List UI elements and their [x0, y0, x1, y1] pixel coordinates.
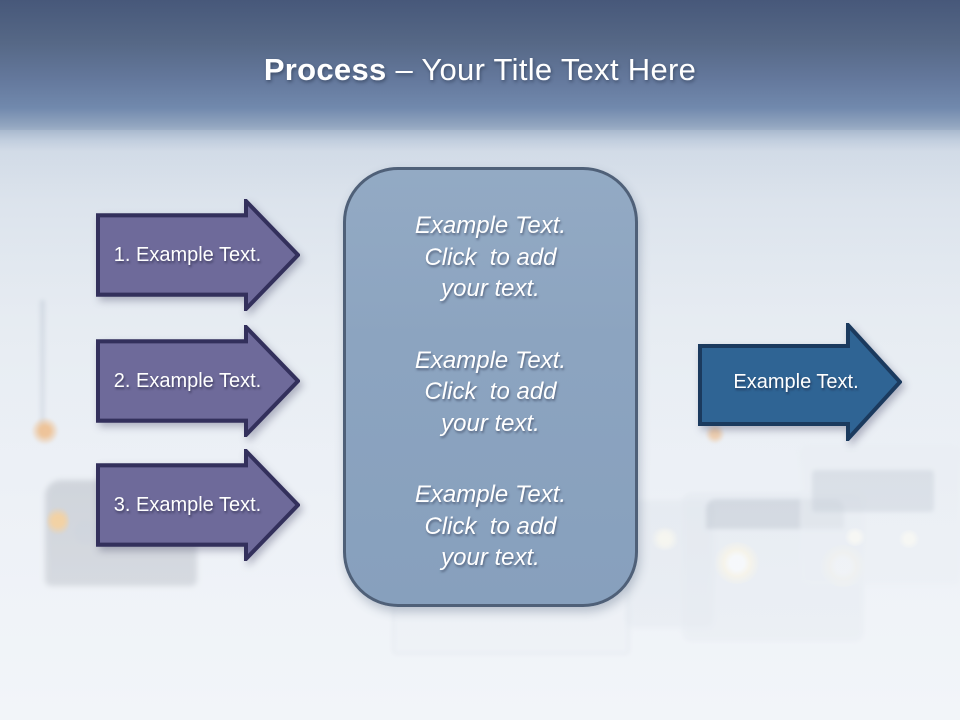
- content-block-3: Example Text. Click to add your text.: [415, 479, 566, 574]
- step-1-label: 1. Example Text.: [113, 243, 262, 266]
- content-line: Click to add: [424, 512, 557, 540]
- content-line: Click to add: [424, 378, 557, 405]
- content-block-1: Example Text. Click to add your text.: [415, 210, 566, 305]
- process-step-arrow-2: 2. Example Text.: [96, 325, 300, 437]
- content-line: your text.: [441, 544, 540, 571]
- slide-title: Process – Your Title Text Here: [0, 52, 960, 88]
- arrow-right-shape: [698, 323, 902, 441]
- content-line: Example Text.: [414, 481, 567, 508]
- process-step-arrow-3: 3. Example Text.: [96, 449, 300, 561]
- step-2-label: 2. Example Text.: [113, 369, 262, 392]
- arrow-right-shape: [96, 449, 300, 561]
- process-step-arrow-1: 1. Example Text.: [96, 199, 300, 311]
- result-label: Example Text.: [733, 370, 859, 393]
- content-line: Click to add: [424, 243, 557, 271]
- result-arrow: Example Text.: [698, 323, 902, 441]
- center-content-box: Example Text. Click to add your text. Ex…: [343, 167, 638, 607]
- content-line: Example Text.: [414, 346, 567, 374]
- content-line: your text.: [441, 275, 540, 302]
- content-block-2: Example Text. Click to add your text.: [415, 345, 566, 440]
- title-emphasis: Process: [263, 52, 387, 87]
- step-3-label: 3. Example Text.: [113, 493, 262, 516]
- title-rest: – Your Title Text Here: [386, 52, 697, 87]
- arrow-right-shape: [96, 325, 300, 437]
- arrow-right-shape: [96, 199, 300, 311]
- content-line: your text.: [441, 409, 540, 437]
- content-line: Example Text.: [414, 212, 567, 239]
